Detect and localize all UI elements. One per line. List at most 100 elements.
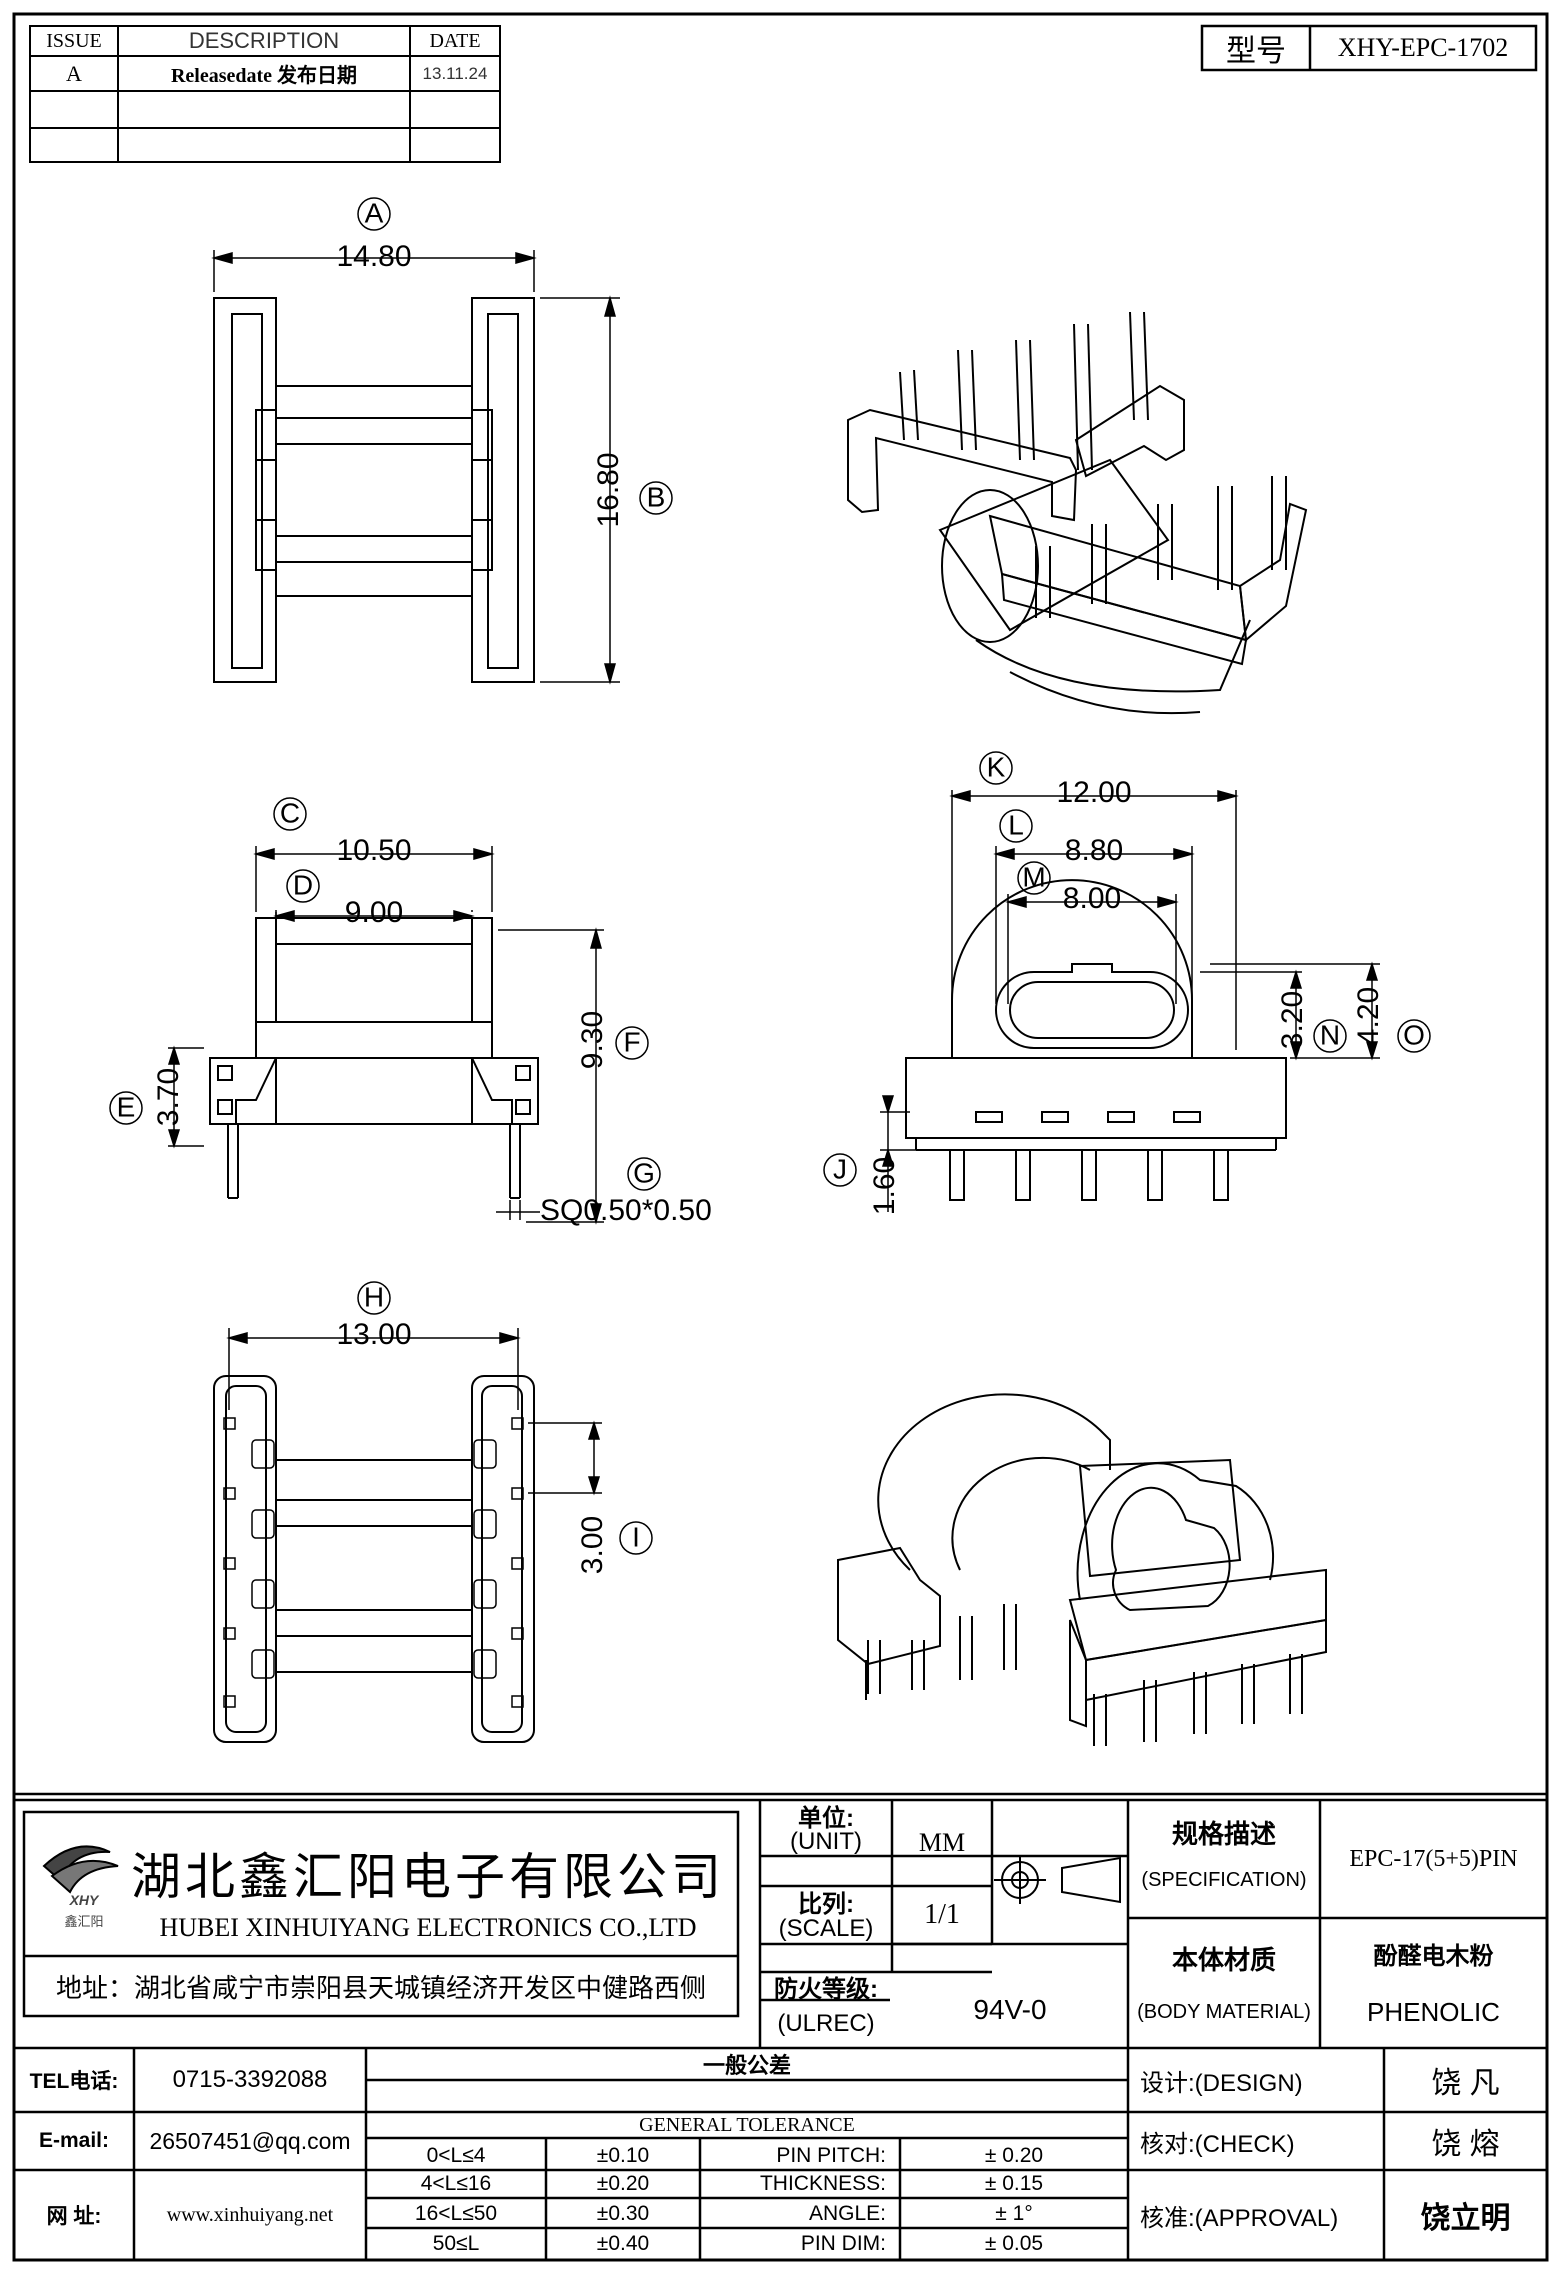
rev-header-description: DESCRIPTION	[188, 28, 340, 53]
tolerance-title-en: GENERAL TOLERANCE	[639, 2113, 855, 2136]
rev-row-1-description: Releasedate 发布日期	[170, 65, 358, 87]
material-value-en: PHENOLIC	[1367, 1996, 1500, 2027]
unit-value: MM	[918, 1828, 966, 1857]
dim-j-lines	[823, 1095, 944, 1212]
dim-m-value: 8.00	[1063, 882, 1121, 915]
material-value-cn: 酚醛电木粉	[1373, 1942, 1494, 1970]
dim-c-letter: C	[280, 797, 300, 828]
bottom-view	[213, 1375, 535, 1743]
approval-label: 核准:(APPROVAL)	[1140, 2204, 1339, 2232]
dim-d-letter: D	[293, 869, 313, 900]
company-logo-subtext: 鑫汇阳	[64, 1913, 104, 1929]
side-view-pins	[949, 1111, 1229, 1201]
tolerance-value-1: ±0.10	[596, 2144, 650, 2167]
tel-value: 0715-3392088	[172, 2066, 328, 2093]
sheet-border	[12, 12, 1549, 2262]
ul-value: 94V-0	[973, 1994, 1047, 2025]
model-value: XHY-EPC-1702	[1337, 33, 1509, 62]
dim-e-value: 3.70	[152, 1068, 185, 1126]
dim-o-letter: O	[1403, 1019, 1425, 1050]
tolerance-pin-pitch-label: PIN PITCH:	[776, 2144, 886, 2167]
dim-i-value: 3.00	[576, 1516, 609, 1574]
bottom-view-pins	[223, 1417, 524, 1708]
scale-label-en: (SCALE)	[778, 1915, 874, 1942]
tolerance-pin-dim-value: ± 0.05	[984, 2232, 1044, 2255]
company-address: 地址：湖北省咸宁市崇阳县天城镇经济开发区中健路西侧	[55, 1972, 706, 2003]
unit-label-cn: 单位:	[798, 1804, 854, 1832]
tolerance-value-3: ±0.30	[596, 2202, 650, 2225]
model-label: 型号	[1226, 35, 1286, 68]
dim-a-value: 14.80	[336, 240, 411, 273]
front-view	[209, 917, 539, 1199]
tolerance-range-4: 50≤L	[432, 2232, 480, 2255]
material-label-en: (BODY MATERIAL)	[1137, 2000, 1311, 2023]
web-value: www.xinhuiyang.net	[166, 2203, 334, 2226]
spec-value: EPC-17(5+5)PIN	[1349, 1845, 1518, 1872]
dim-b-value: 16.80	[592, 452, 625, 527]
dim-j-letter: J	[833, 1153, 847, 1184]
dim-j-value: 1.60	[868, 1157, 901, 1215]
tolerance-angle-value: ± 1°	[995, 2202, 1033, 2225]
ul-label-cn: 防火等级:	[774, 1975, 878, 2003]
dim-f-letter: F	[623, 1026, 640, 1057]
dim-n-value: 3.20	[1276, 991, 1309, 1049]
dim-k-l-m-lines	[949, 751, 1239, 1050]
rev-header-date: DATE	[429, 29, 481, 52]
check-name: 饶 熔	[1431, 2128, 1500, 2161]
tolerance-value-2: ±0.20	[596, 2172, 650, 2195]
company-logo-text: XHY	[69, 1892, 99, 1908]
design-name: 饶 凡	[1431, 2067, 1500, 2100]
revision-table-grid	[29, 25, 501, 163]
dim-k-letter: K	[987, 751, 1006, 782]
email-value: 26507451@qq.com	[149, 2127, 351, 2154]
dim-g-lines	[496, 1157, 661, 1220]
dim-d-value: 9.00	[345, 896, 403, 929]
tolerance-pin-dim-label: PIN DIM:	[800, 2232, 886, 2255]
dim-e-letter: E	[117, 1091, 136, 1122]
unit-label-en: (UNIT)	[790, 1828, 862, 1855]
material-label-cn: 本体材质	[1171, 1944, 1276, 1975]
web-label: 网 址:	[46, 2205, 102, 2228]
dim-f-value: 9.30	[576, 1011, 609, 1069]
check-label: 核对:(CHECK)	[1140, 2130, 1295, 2158]
rev-row-1-date: 13.11.24	[422, 63, 488, 83]
rev-row-1-issue: A	[66, 60, 82, 86]
dim-h-value: 13.00	[336, 1318, 411, 1351]
dim-c-value: 10.50	[336, 834, 411, 867]
approval-name: 饶立明	[1420, 2202, 1511, 2235]
dim-l-value: 8.80	[1065, 834, 1123, 867]
dim-i-lines	[528, 1420, 653, 1555]
design-label: 设计:(DESIGN)	[1140, 2069, 1303, 2097]
tolerance-range-3: 16<L≤50	[414, 2202, 498, 2225]
dim-m-letter: M	[1022, 861, 1045, 892]
isometric-view-top	[847, 311, 1308, 715]
tolerance-pin-pitch-value: ± 0.20	[984, 2144, 1044, 2167]
projection-symbol	[994, 1856, 1121, 1904]
dim-h-lines	[226, 1281, 521, 1410]
tolerance-thickness-label: THICKNESS:	[759, 2172, 886, 2195]
dim-n-letter: N	[1320, 1019, 1340, 1050]
tel-label: TEL电话:	[29, 2070, 119, 2093]
ul-label-en: (ULREC)	[777, 2010, 875, 2037]
dim-n-o-lines	[1200, 961, 1431, 1061]
dim-a-lines	[211, 197, 537, 292]
dim-c-d-lines	[253, 797, 495, 922]
company-name-cn: 湖北鑫汇阳电子有限公司	[131, 1849, 725, 1905]
isometric-view-bottom	[837, 1393, 1327, 1746]
tolerance-angle-label: ANGLE:	[808, 2202, 886, 2225]
model-box	[1200, 24, 1538, 72]
dim-k-value: 12.00	[1056, 776, 1131, 809]
dim-f-lines	[498, 927, 649, 1225]
dim-g-value: SQ0.50*0.50	[540, 1194, 712, 1227]
scale-value: 1/1	[924, 1899, 960, 1930]
dim-l-letter: L	[1008, 809, 1024, 840]
email-label: E-mail:	[38, 2129, 109, 2152]
spec-label-cn: 规格描述	[1171, 1818, 1276, 1849]
company-logo	[42, 1845, 119, 1894]
title-block-grid	[14, 1792, 1547, 2260]
dim-e-lines	[109, 1045, 204, 1149]
spec-label-en: (SPECIFICATION)	[1141, 1868, 1307, 1891]
side-view	[905, 879, 1287, 1151]
dim-g-letter: G	[633, 1157, 655, 1188]
